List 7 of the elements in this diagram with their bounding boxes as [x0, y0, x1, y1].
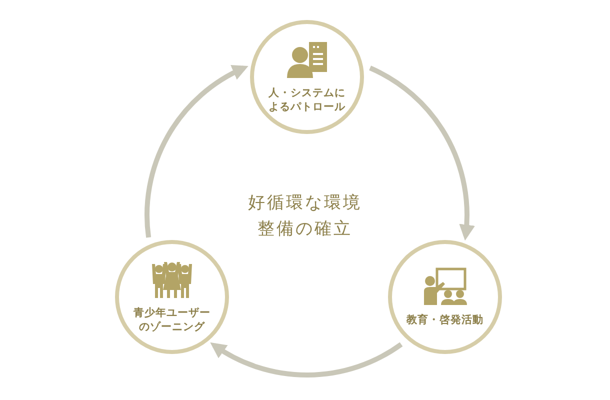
- arrow: [144, 66, 248, 238]
- center-text: 好循環な環境整備の確立: [247, 192, 363, 242]
- node-label: 人・システムによるパトロール: [268, 86, 346, 114]
- arrow: [210, 342, 403, 378]
- arrow: [368, 66, 474, 241]
- node-label: 教育・啓発活動: [405, 312, 484, 328]
- node-label: 青少年ユーザーのゾーニング: [132, 306, 212, 334]
